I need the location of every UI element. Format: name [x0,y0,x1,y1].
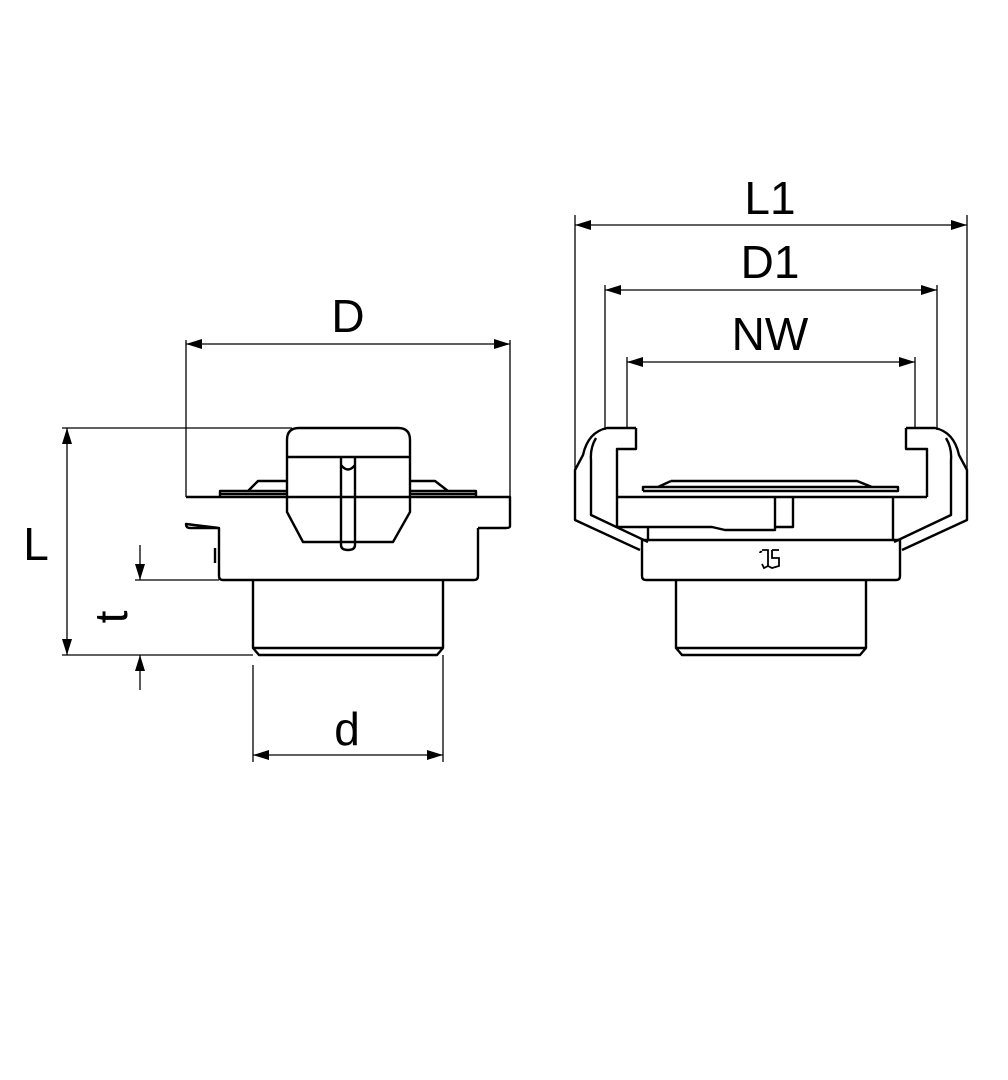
left-flange [184,495,512,530]
dim-label-D: D [331,290,364,342]
dim-label-L: L [23,518,49,570]
left-cap-slot [339,458,357,552]
left-coupling-part [184,426,512,657]
right-flange-ring [615,497,895,540]
right-pipe [674,580,868,657]
left-pipe [251,580,445,657]
dim-label-L1: L1 [744,172,795,224]
left-plate [218,479,478,497]
left-dimensions: D L t d [23,290,511,762]
dim-label-D1: D1 [741,236,800,288]
left-body [217,528,480,582]
logo-mark-icon [759,549,780,570]
dim-label-NW: NW [732,308,809,360]
right-left-claw [573,426,649,552]
right-coupling-part [573,426,969,657]
right-dimensions: L1 D1 NW [574,172,968,470]
right-plate [617,479,927,499]
dim-label-t: t [85,610,137,623]
dim-label-d: d [334,703,360,755]
right-right-claw [893,426,969,552]
right-body [640,538,902,582]
left-cap [285,426,412,544]
